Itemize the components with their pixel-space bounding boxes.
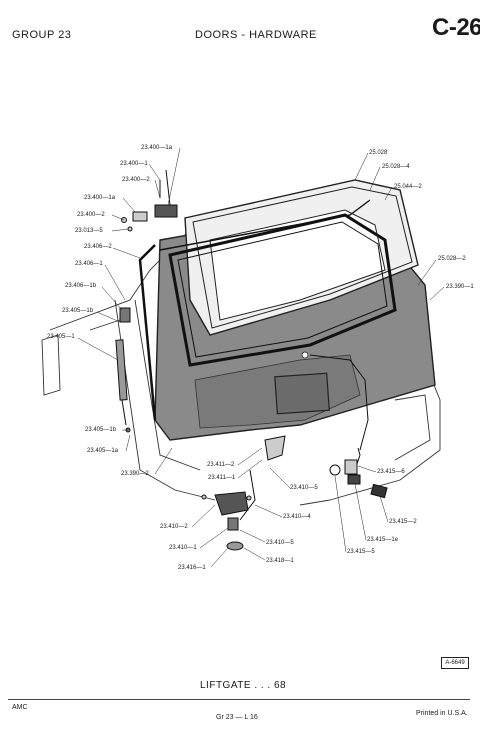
- page-number: C-26: [432, 14, 480, 41]
- figure-caption: LIFTGATE . . . 68: [200, 680, 287, 691]
- callout-label: 23.415—5: [347, 549, 375, 555]
- section-title: DOORS - HARDWARE: [195, 29, 317, 41]
- callout-label: 23.415—6: [377, 469, 405, 475]
- latch-assembly: [201, 435, 286, 551]
- callout-label: 25.028: [369, 150, 388, 156]
- callout-label: 23.410—2: [160, 524, 188, 530]
- callout-label: 23.410—1: [169, 545, 197, 551]
- callout-label: 23.410—4: [283, 514, 311, 520]
- footer-left: AMC: [12, 704, 28, 711]
- callout-label: 23.415—1e: [367, 537, 399, 543]
- callout-label: 23.013—5: [75, 228, 103, 234]
- callout-label: 23.415—2: [389, 519, 417, 525]
- footer-center: Gr 23 — L 16: [216, 714, 258, 721]
- figure-reference: A-6649: [441, 657, 469, 669]
- callout-label: 23.406—1b: [65, 283, 97, 289]
- callout-label: 23.390—2: [121, 471, 149, 477]
- callout-label: 23.406—1: [75, 261, 103, 267]
- weatherstrip: [159, 199, 371, 251]
- callout-label: 25.028—4: [382, 164, 410, 170]
- callout-label: 23.405—1a: [87, 448, 119, 454]
- callout-label: 23.390—1: [446, 284, 474, 290]
- callout-label: 23.416—1: [178, 565, 206, 571]
- footer-divider: [8, 699, 470, 700]
- license-plate-recess: [274, 372, 330, 415]
- callout-label: 23.405—1b: [62, 308, 94, 314]
- callout-label: 25.028—2: [438, 256, 466, 262]
- footer-right: Printed in U.S.A.: [416, 710, 468, 717]
- callout-label: 23.400—2: [122, 177, 150, 183]
- lock-cylinder-parts: [329, 459, 388, 499]
- callout-label: 23.400—1a: [84, 195, 116, 201]
- callout-label: 23.405—1: [47, 334, 75, 340]
- leader-lines: [77, 147, 445, 568]
- support-strut: [115, 307, 131, 433]
- callout-label: 25.044—2: [394, 184, 422, 190]
- callout-label: 23.405—1b: [85, 427, 117, 433]
- callout-label: 23.400—1: [120, 161, 148, 167]
- liftgate-exploded-diagram: [41, 147, 445, 568]
- callout-label: 23.400—1a: [141, 145, 173, 151]
- callout-label: 23.411—1: [208, 475, 236, 481]
- callout-label: 23.400—2: [77, 212, 105, 218]
- callout-label: 23.410—5: [290, 485, 318, 491]
- hinge-parts: [121, 169, 178, 232]
- callout-label: 23.410—5: [266, 540, 294, 546]
- callout-label: 23.406—2: [84, 244, 112, 250]
- callout-label: 23.418—1: [266, 558, 294, 564]
- callout-label: 23.411—2: [207, 462, 235, 468]
- vehicle-body-outline: [41, 229, 441, 506]
- group-label: GROUP 23: [12, 29, 72, 41]
